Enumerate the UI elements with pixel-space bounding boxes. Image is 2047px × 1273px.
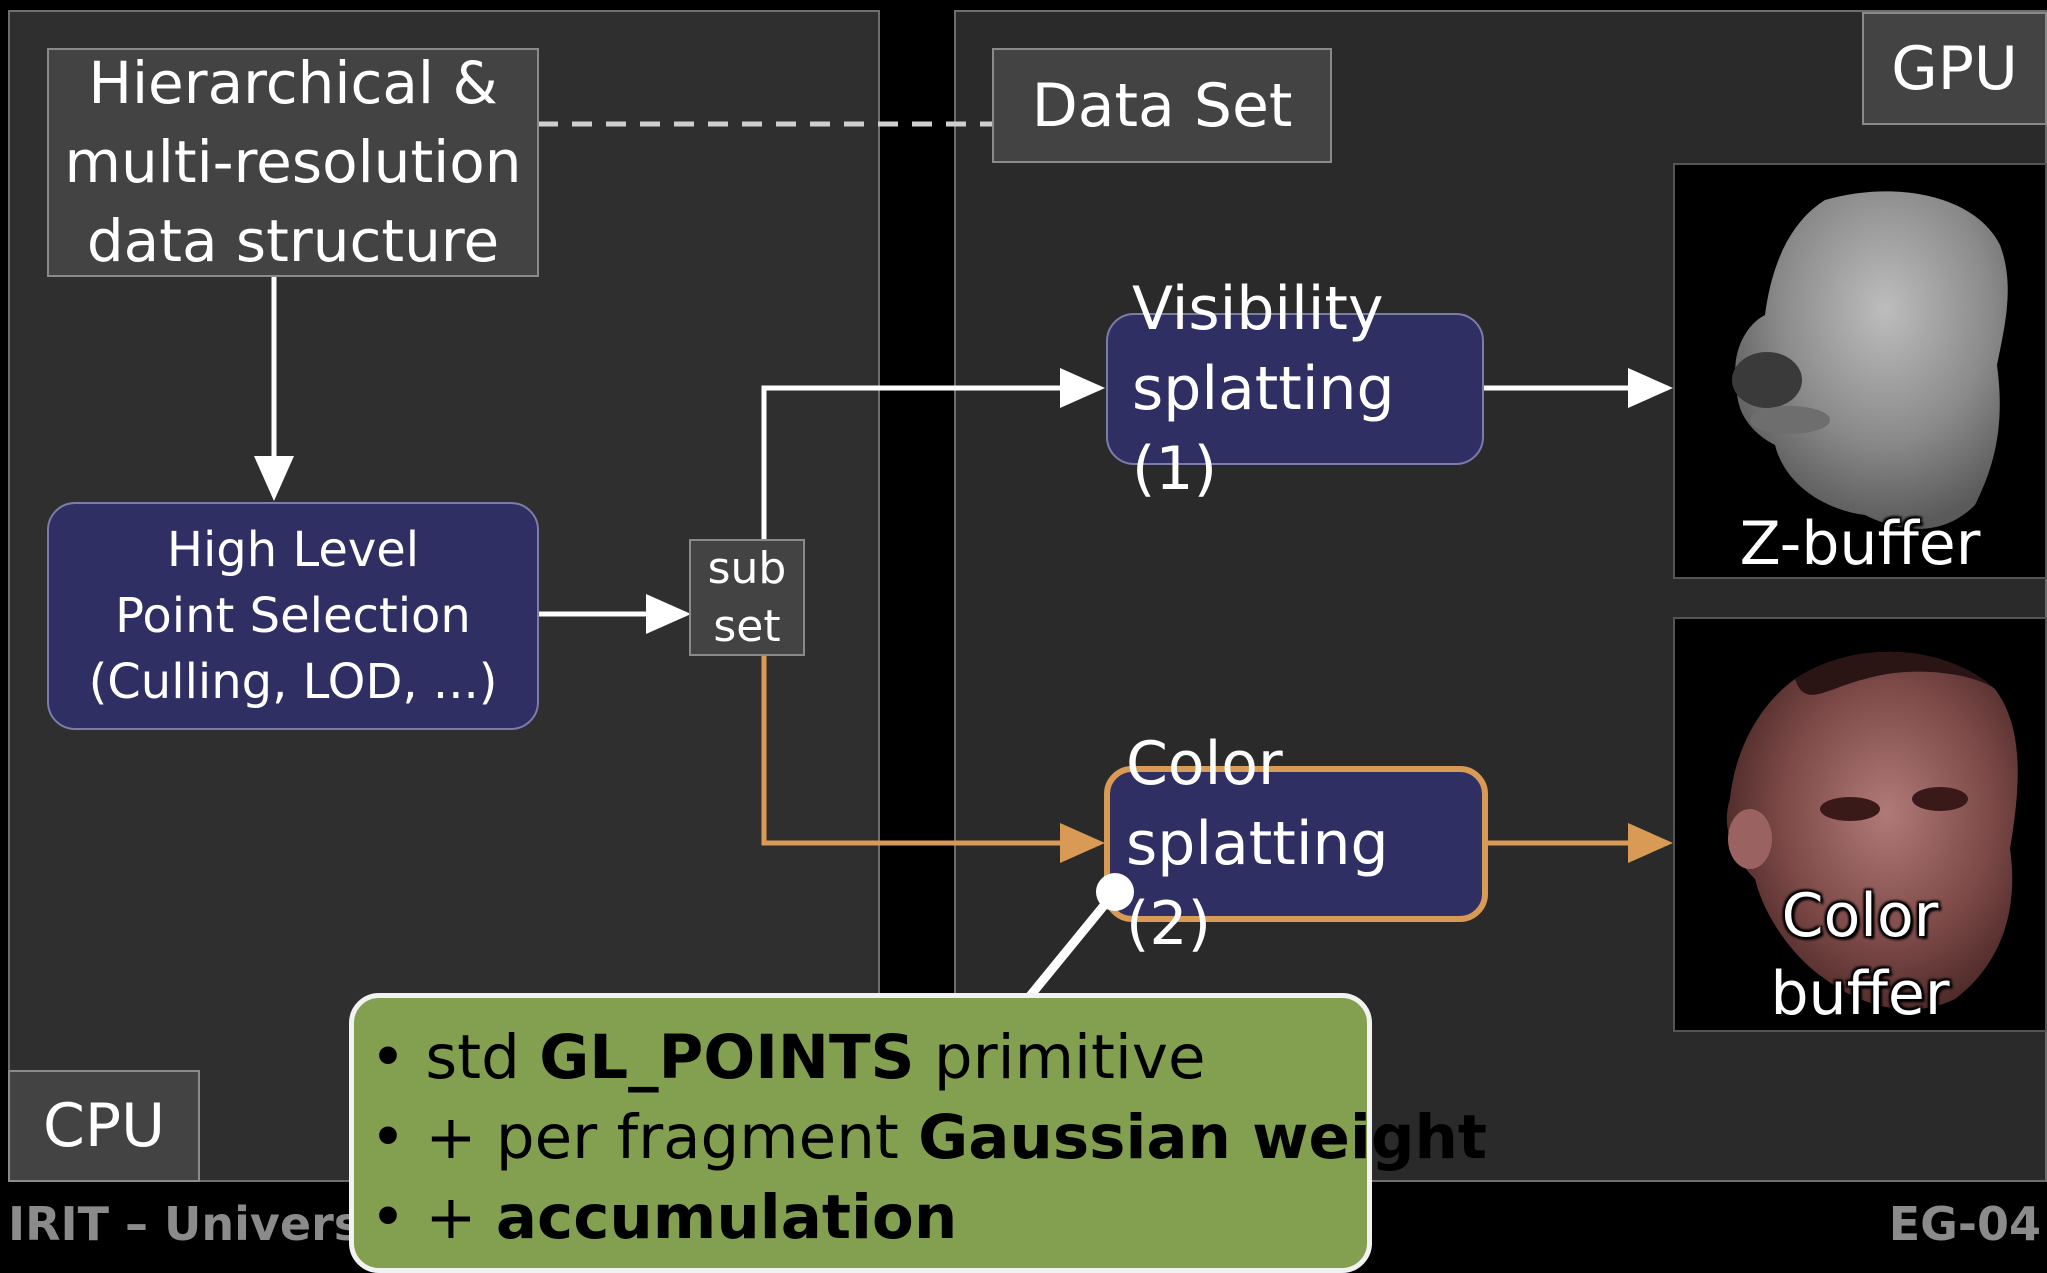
color-splatting-node: Color splatting (2) — [1104, 729, 1488, 959]
footer-conference: EG-04 — [1888, 1197, 2041, 1251]
zbuffer-label: Z-buffer — [1739, 509, 1981, 579]
visibility-splatting-node: Visibility splatting (1) — [1106, 274, 1484, 504]
grayscale-head-render — [1732, 191, 2008, 529]
hierarchical-data-structure-node: Hierarchical & multi-resolution data str… — [47, 48, 539, 277]
arrow-subset-to-visibility — [761, 368, 1105, 540]
data-set-node: Data Set — [992, 48, 1332, 163]
callout-pointer — [1026, 889, 1119, 999]
colored-head-render — [1726, 651, 2018, 1010]
cpu-label: CPU — [8, 1070, 200, 1182]
zbuffer-image: Z-buffer — [1673, 163, 2047, 579]
callout-anchor-dot — [1096, 873, 1134, 911]
gpu-label: GPU — [1862, 12, 2047, 125]
subset-node: sub set — [689, 539, 805, 656]
gaussian-weight-callout: • std GL_POINTS primitive • + per fragme… — [349, 993, 1488, 1273]
arrow-subset-to-color — [761, 656, 1105, 863]
colorbuffer-image: Color buffer — [1673, 617, 2047, 1032]
callout-bullet-2: • + per fragment Gaussian weight — [370, 1102, 1488, 1173]
callout-bullet-3: • + accumulation — [370, 1182, 958, 1253]
colorbuffer-label: Color buffer — [1770, 881, 1950, 1029]
point-selection-node: High Level Point Selection (Culling, LOD… — [47, 502, 539, 730]
callout-bullet-1: • std GL_POINTS primitive — [370, 1022, 1206, 1093]
